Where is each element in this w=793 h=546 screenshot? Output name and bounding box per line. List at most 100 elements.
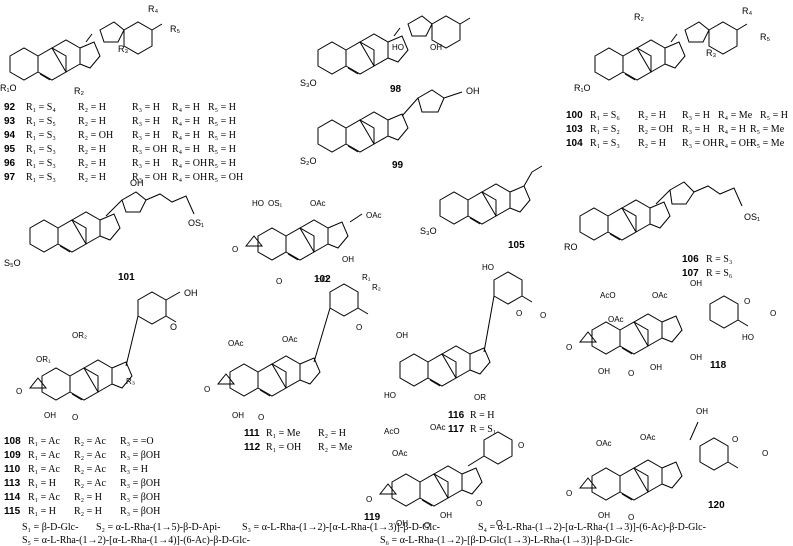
substituent: R₂ = H — [638, 138, 666, 149]
atom-label: O — [72, 413, 78, 422]
atom-label: R₅ — [760, 32, 770, 42]
substituent: R₂ = H — [78, 116, 106, 127]
substituent: R = S₆ — [706, 268, 733, 279]
substituent: R₁ = S₃ — [26, 130, 56, 141]
substituent: R₂ = Me — [318, 442, 353, 453]
substituent: R₅ = H — [760, 110, 788, 121]
compound-number: 110 — [4, 464, 21, 475]
atom-label: R₂ — [372, 283, 381, 292]
substituent: R₃ = OH — [132, 172, 167, 183]
atom-label: O — [518, 441, 524, 450]
atom-label: OH — [650, 363, 662, 372]
substituent: R₁ = S₃ — [26, 172, 56, 183]
compound-number: 117 — [448, 424, 465, 435]
atom-label: OH — [44, 411, 56, 420]
compound-number: 101 — [118, 272, 135, 283]
compound-102: HO OS₁ OAc OAc OH O O 102 — [232, 199, 382, 286]
table-108-115: 108 R₁ = Ac R₂ = Ac R₃ = =O 109 R₁ = Ac … — [4, 436, 160, 517]
compound-100-104: R₁O R₂ R₃ R₄ R₅ — [574, 6, 770, 93]
substituent: R₄ = OH — [172, 172, 207, 183]
atom-label: O — [204, 385, 210, 394]
atom-label: OAc — [430, 423, 446, 432]
atom-label: O — [762, 449, 768, 458]
substituent: R₃ = OH — [132, 144, 167, 155]
atom-label: S₃O — [300, 78, 317, 88]
table-92-97: 92 R₁ = S₄ R₂ = H R₃ = H R₄ = H R₅ = H 9… — [4, 102, 243, 183]
compound-number: 102 — [314, 274, 331, 285]
substituent: R₃ = OH — [682, 138, 717, 149]
atom-label: HO — [482, 263, 494, 272]
atom-label: R₁O — [574, 83, 591, 93]
atom-label: R₁O — [0, 83, 17, 93]
legend-s3: S₃ = α-L-Rha-(1→2)-[α-L-Rha-(1→3)]-β-D-G… — [242, 522, 440, 533]
substituent: R₁ = H — [28, 506, 56, 517]
atom-label: OAc — [640, 433, 656, 442]
table-row: 108 R₁ = Ac R₂ = Ac R₃ = =O — [4, 436, 154, 447]
atom-label: R₄ — [148, 4, 158, 14]
atom-label: OAc — [392, 449, 408, 458]
legend-s4: S₄ = α-L-Rha-(1→2)-[α-L-Rha-(1→3)]-(6-Ac… — [478, 522, 706, 533]
substituent: R₅ = H — [208, 144, 236, 155]
compound-number: 120 — [708, 500, 725, 511]
atom-label: OS₁ — [744, 212, 760, 222]
table-row: 92 R₁ = S₄ R₂ = H R₃ = H R₄ = H R₅ = H — [4, 102, 236, 113]
atom-label: R₂ — [634, 12, 644, 22]
substituent: R₁ = S₃ — [26, 144, 56, 155]
substituent: R₃ = βOH — [120, 506, 160, 517]
atom-label: OAc — [652, 291, 668, 300]
substituent: R₁ = S₃ — [26, 158, 56, 169]
atom-label: OH — [440, 511, 452, 520]
substituent: R₁ = H — [28, 478, 56, 489]
table-row: 97 R₁ = S₃ R₂ = H R₃ = OH R₄ = OH R₅ = O… — [4, 172, 243, 183]
substituent: R₁ = Ac — [28, 436, 60, 447]
table-row: 109 R₁ = Ac R₂ = Ac R₃ = βOH — [4, 450, 160, 461]
atom-label: OH — [696, 407, 708, 416]
substituent: R₁ = Ac — [28, 492, 60, 503]
substituent: R₄ = Me — [718, 110, 753, 121]
compound-number: 112 — [244, 442, 261, 453]
atom-label: OH — [184, 288, 198, 298]
atom-label: OR — [474, 393, 486, 402]
atom-label: RO — [564, 242, 578, 252]
substituent: R₁ = Ac — [28, 450, 60, 461]
atom-label: OH — [598, 367, 610, 376]
substituent: R₅ = H — [208, 102, 236, 113]
table-row: 110 R₁ = Ac R₂ = Ac R₃ = H — [4, 464, 148, 475]
atom-label: HO — [252, 199, 264, 208]
atom-label: O — [366, 495, 372, 504]
substituent: R₃ = βOH — [120, 492, 160, 503]
substituent: R₁ = S₆ — [590, 110, 620, 121]
atom-label: R₄ — [742, 6, 752, 16]
substituent: R₃ = H — [132, 116, 160, 127]
compound-number: 118 — [710, 360, 727, 371]
table-row: 93 R₁ = S₅ R₂ = H R₃ = H R₄ = H R₅ = H — [4, 116, 236, 127]
compound-number: 109 — [4, 450, 21, 461]
compound-99: OH S₂O 99 — [300, 86, 480, 171]
substituent: R₅ = H — [208, 158, 236, 169]
atom-label: OAc — [596, 439, 612, 448]
table-row: 115 R₁ = H R₂ = H R₃ = βOH — [4, 506, 160, 517]
substituent: R = S₃ — [706, 254, 732, 265]
compound-number: 116 — [448, 410, 465, 421]
compound-119: AcO OAc OAc O O OH O OH O O 119 — [364, 423, 524, 530]
substituent: R₂ = Ac — [74, 450, 106, 461]
substituent: R₂ = H — [78, 158, 106, 169]
atom-label: O — [732, 435, 738, 444]
substituent: R₃ = H — [132, 158, 160, 169]
compound-number: 106 — [682, 254, 699, 265]
atom-label: R₂ — [74, 86, 84, 96]
compound-number: 114 — [4, 492, 21, 503]
compound-number: 105 — [508, 240, 525, 251]
atom-label: HO — [392, 43, 404, 52]
atom-label: OH — [466, 86, 480, 96]
table-row: 95 R₁ = S₃ R₂ = H R₃ = OH R₄ = H R₅ = H — [4, 144, 236, 155]
compound-number: 95 — [4, 144, 16, 155]
substituent: R₁ = S₃ — [590, 138, 620, 149]
atom-label: O — [566, 343, 572, 352]
atom-label: R₃ — [126, 377, 135, 386]
atom-label: OH — [690, 279, 702, 288]
substituent: R₅ = H — [208, 116, 236, 127]
atom-label: O — [232, 245, 238, 254]
substituent: R = S₁ — [470, 424, 496, 435]
